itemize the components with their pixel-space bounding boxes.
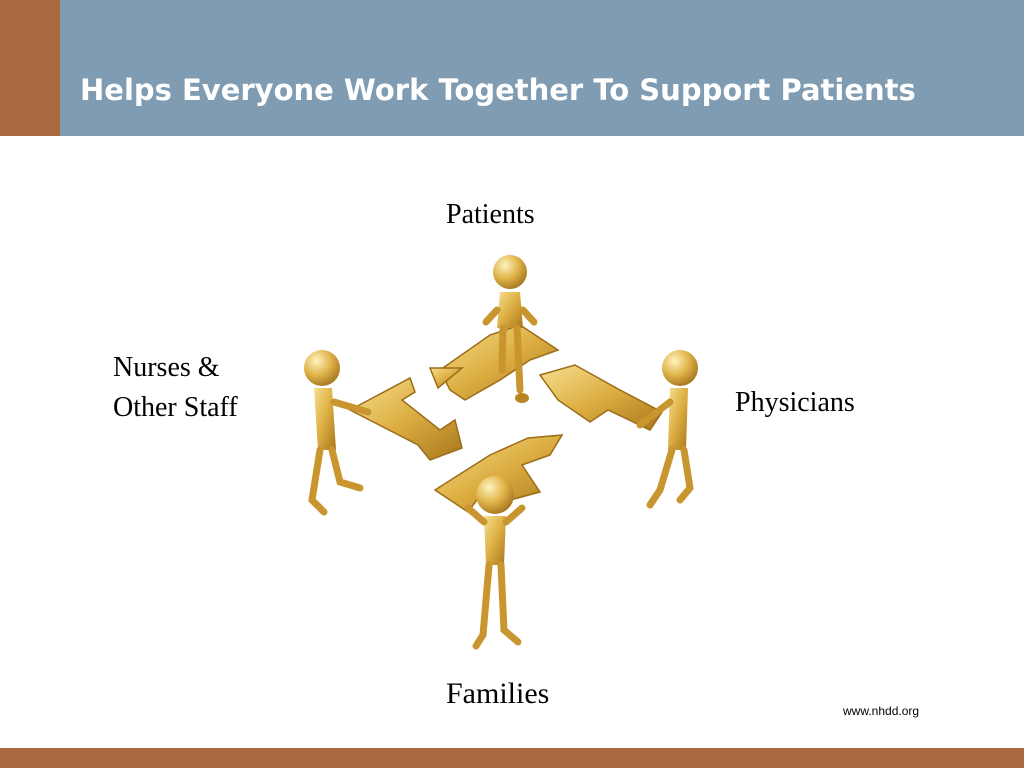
footer-url[interactable]: www.nhdd.org bbox=[843, 704, 920, 718]
label-nurses-staff: Nurses & Other Staff bbox=[113, 348, 238, 428]
teamwork-illustration bbox=[304, 255, 698, 650]
header-band bbox=[60, 0, 1024, 136]
label-physicians: Physicians bbox=[735, 387, 855, 418]
arrow-top-icon bbox=[428, 324, 560, 401]
arrow-right-icon bbox=[538, 364, 664, 431]
figure-left-icon bbox=[304, 350, 372, 516]
figure-bottom-icon bbox=[464, 476, 526, 650]
figure-top-icon bbox=[482, 255, 538, 403]
label-patients: Patients bbox=[446, 199, 535, 230]
label-nurses-line1: Nurses & bbox=[113, 352, 220, 383]
label-families: Families bbox=[446, 677, 550, 710]
label-nurses-line2: Other Staff bbox=[113, 392, 238, 423]
figure-right-icon bbox=[636, 350, 698, 509]
bottom-bar bbox=[0, 748, 1024, 768]
arrow-left-icon bbox=[348, 376, 463, 461]
left-accent-block bbox=[0, 0, 60, 136]
slide-title: Helps Everyone Work Together To Support … bbox=[80, 73, 916, 107]
